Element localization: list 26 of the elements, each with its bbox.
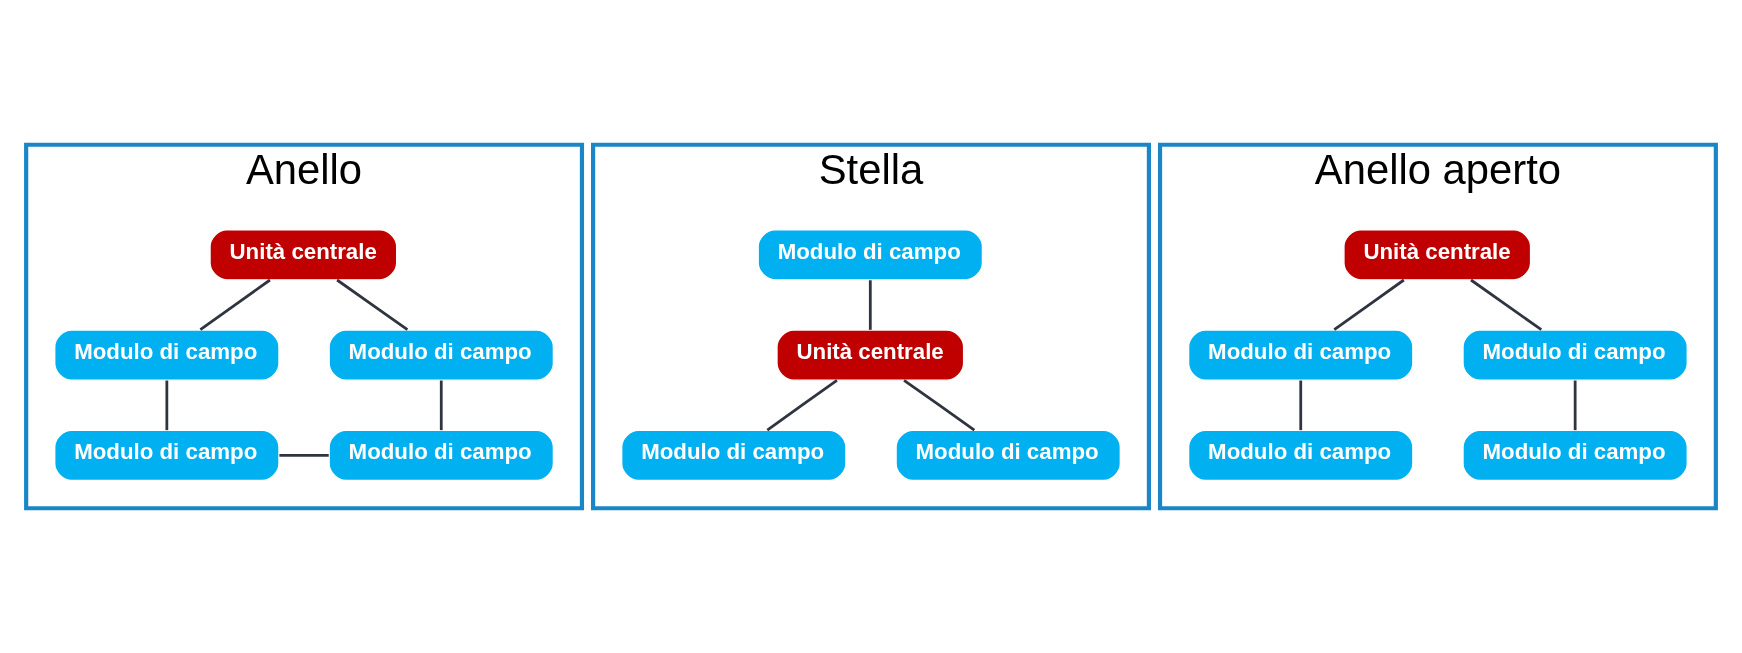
connector — [279, 453, 329, 457]
node-box: Modulo di campo — [757, 229, 984, 281]
node-box: Unità centrale — [1343, 229, 1532, 281]
node-box: Modulo di campo — [54, 329, 280, 381]
node-box: Modulo di campo — [1462, 329, 1688, 381]
connector — [439, 380, 443, 431]
node-box: Unità centrale — [776, 329, 965, 381]
connector — [903, 379, 976, 432]
connector — [1573, 380, 1577, 431]
node-box: Modulo di campo — [328, 329, 555, 381]
connector — [336, 278, 409, 331]
node-box: Modulo di campo — [328, 429, 555, 482]
connector — [766, 379, 838, 432]
node-box: Unità centrale — [209, 229, 398, 281]
connector — [1470, 278, 1543, 331]
node-box: Modulo di campo — [620, 429, 847, 482]
node-box: Modulo di campo — [1462, 429, 1688, 482]
node-box: Modulo di campo — [1187, 429, 1414, 482]
node-box: Modulo di campo — [54, 429, 280, 482]
connector — [868, 280, 872, 330]
connector — [199, 278, 271, 331]
connector — [165, 380, 169, 431]
node-box: Modulo di campo — [895, 429, 1122, 482]
connector — [1333, 278, 1405, 331]
connector — [1299, 380, 1303, 431]
node-box: Modulo di campo — [1187, 329, 1414, 381]
